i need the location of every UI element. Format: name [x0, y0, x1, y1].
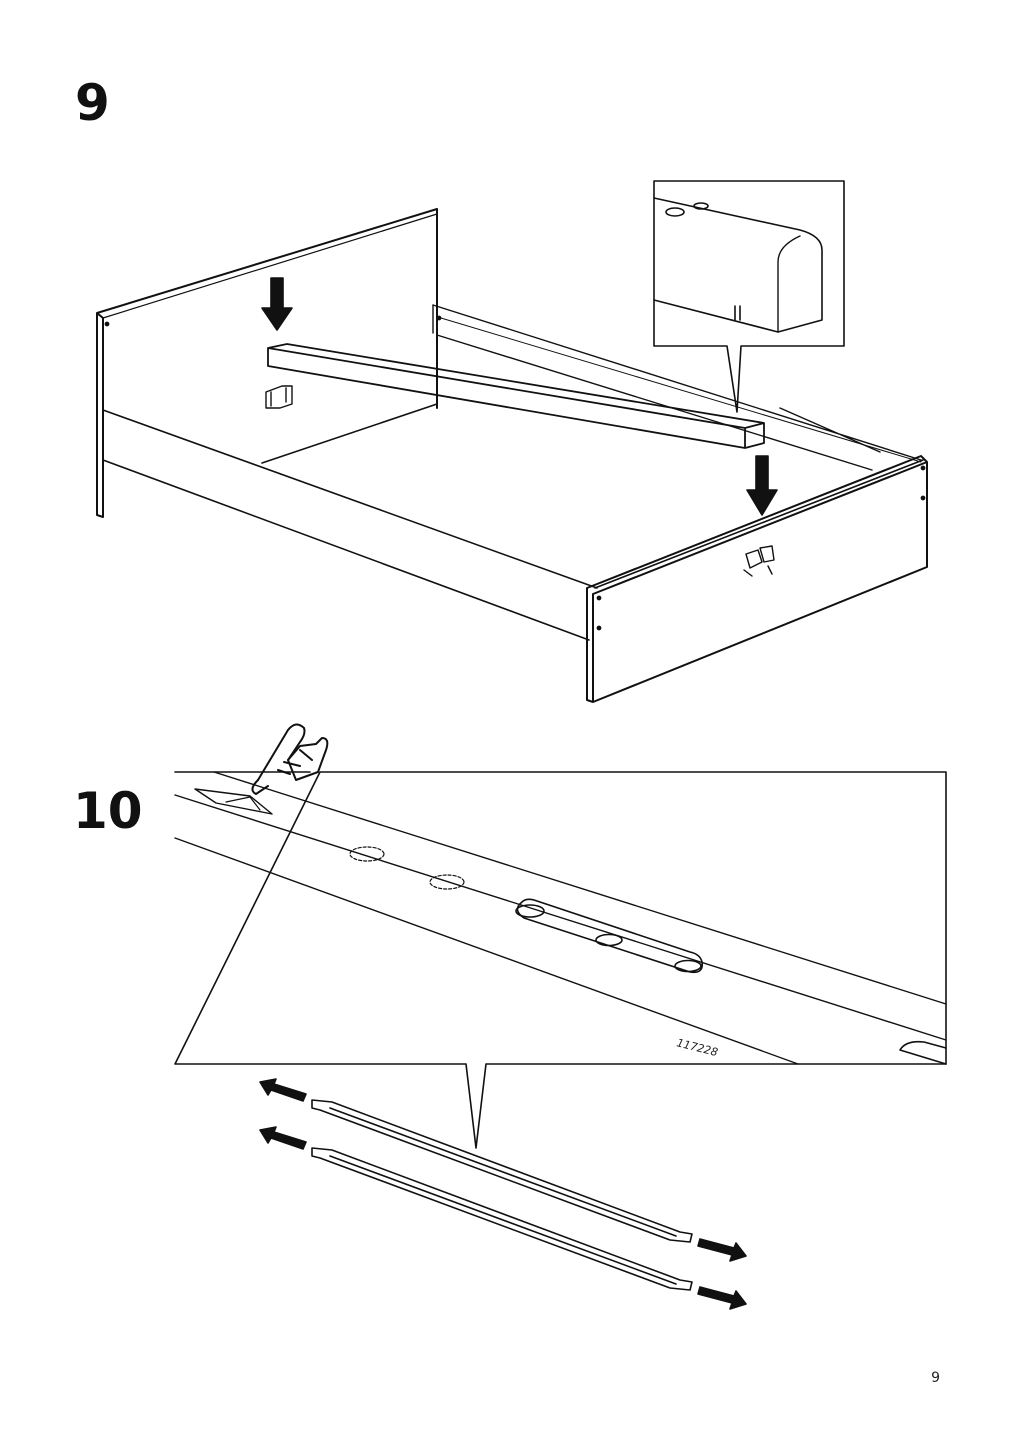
part-number-label: 117228 — [675, 1036, 719, 1059]
bracket-icon — [265, 385, 293, 409]
down-arrow-icon — [261, 277, 293, 331]
step-9-bed-frame — [96, 180, 928, 703]
step-9-number: 9 — [75, 74, 110, 132]
direction-arrow-icon — [259, 1078, 307, 1102]
footboard-panel — [586, 455, 928, 703]
left-side-rail — [102, 409, 598, 641]
zoom-callout — [653, 180, 845, 413]
detail-frame — [174, 771, 947, 1149]
right-side-rail — [432, 304, 922, 471]
direction-arrow-icon — [259, 1126, 307, 1150]
step-10-slats: 117228 — [174, 723, 947, 1310]
step-10-number: 10 — [73, 782, 143, 840]
direction-arrow-icon — [697, 1286, 747, 1310]
headboard-panel — [96, 208, 438, 518]
slat-lower — [311, 1147, 693, 1291]
press-finger-icon — [251, 723, 329, 795]
center-beam — [267, 343, 765, 449]
down-arrow-icon — [746, 455, 778, 516]
page-number: 9 — [931, 1370, 940, 1386]
slat-upper — [311, 1099, 693, 1243]
direction-arrow-icon — [697, 1238, 747, 1262]
fitting-icon — [743, 545, 775, 577]
